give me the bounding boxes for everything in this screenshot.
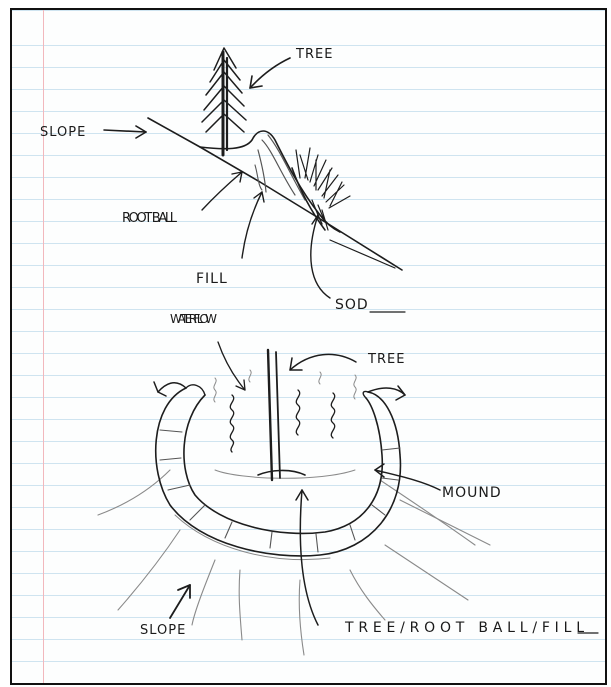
label-slope-top: SLOPE: [40, 125, 86, 140]
tree-plan-trunk: [268, 350, 272, 480]
top-cross-section: TREE SLOPE ROOT BALL FILL SOD: [40, 47, 405, 313]
label-tree-top: TREE: [295, 47, 333, 62]
root-ball-plan: [258, 470, 305, 475]
bottom-plan-view: WATER FLOW TREE MOUND SLOPE TREE/ROOT BA…: [98, 312, 598, 655]
label-tree-root-ball-fill: TREE/ROOT BALL/FILL: [344, 620, 585, 636]
label-root-ball: ROOT BALL: [122, 211, 178, 226]
label-sod: SOD: [335, 297, 369, 313]
label-tree-bottom: TREE: [367, 352, 405, 367]
mound-inner: [184, 395, 382, 533]
sod-grass: [292, 148, 350, 230]
water-flow-squiggles: [214, 370, 356, 452]
label-water-flow: WATER FLOW: [170, 312, 218, 326]
label-slope-bottom: SLOPE: [140, 623, 186, 638]
label-fill-top: FILL: [196, 271, 228, 287]
label-mound: MOUND: [442, 485, 502, 501]
